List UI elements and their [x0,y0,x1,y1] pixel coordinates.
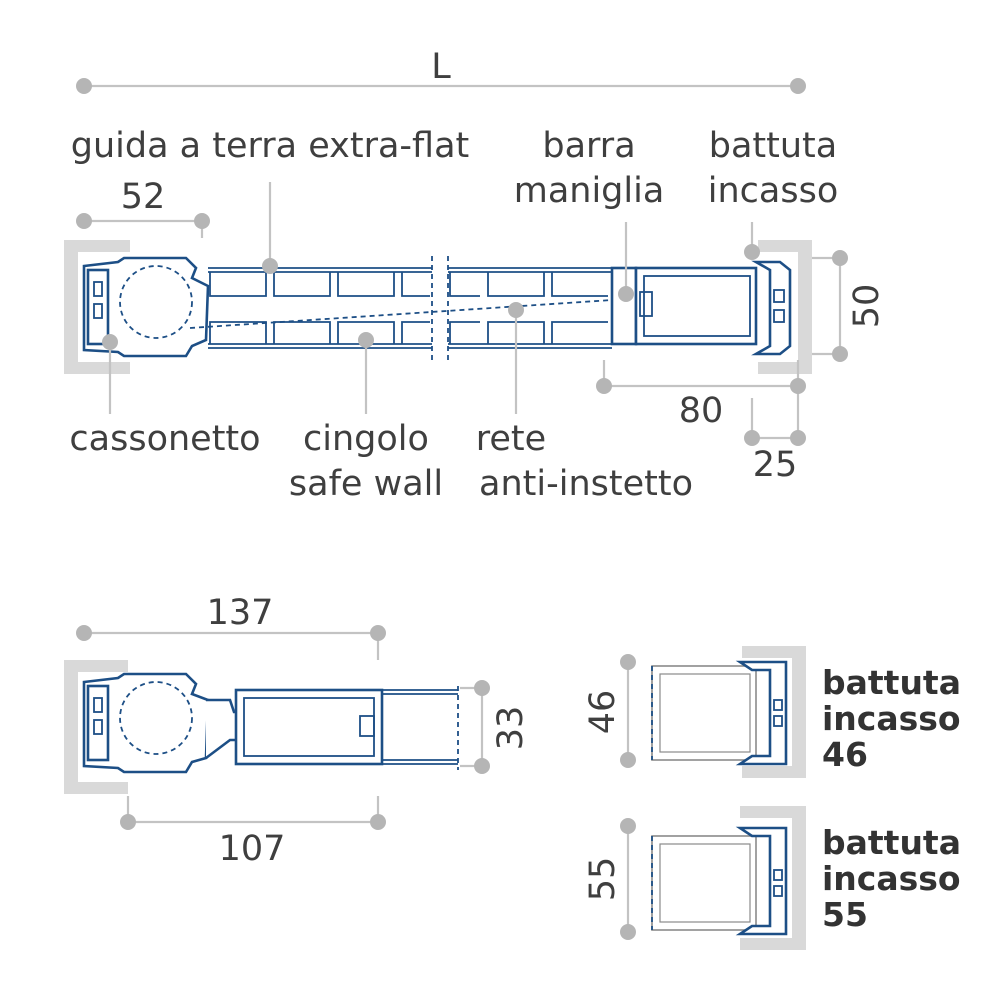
label-battuta-1: battuta [709,126,837,166]
label-cingolo-1: cingolo [303,419,429,459]
dim-50-label: 50 [847,284,887,329]
compact-section: 137 33 [64,593,531,869]
dim-52-label: 52 [121,177,166,217]
variant-55-title-1: battuta [822,823,961,862]
dim-80-label: 80 [679,391,724,431]
label-barra-2: maniglia [514,171,665,211]
variant-55-title-3: 55 [822,895,868,934]
dimension-137: 137 [76,593,386,660]
variant-46-title-2: incasso [822,699,961,738]
variant-55-dim: 55 [583,857,623,902]
variant-55-profile [651,826,788,936]
variant-46-title-3: 46 [822,735,868,774]
variant-55-title-2: incasso [822,859,961,898]
variant-46-title-1: battuta [822,663,961,702]
length-label: L [431,47,451,87]
dimension-52: 52 [76,177,210,238]
profile-assembly-compact [82,672,459,774]
label-rete-2: anti-instetto [479,464,693,504]
variant-46-profile [651,660,788,766]
profile-assembly-top [82,256,792,362]
variant-46: 46 battuta incasso 46 [583,646,961,778]
label-cassonetto: cassonetto [69,419,260,459]
length-dimension: L [76,47,806,94]
dimension-33: 33 [460,680,531,774]
variant-55: 55 battuta incasso 55 [583,806,961,950]
dimension-107: 107 [120,796,386,869]
label-barra-1: barra [542,126,635,166]
top-section: L guida a terra extra-flat barra manigli… [64,47,887,504]
dim-33-label: 33 [491,706,531,751]
label-battuta-2: incasso [708,171,838,211]
label-rete-1: rete [476,419,546,459]
dim-137-label: 137 [207,593,274,633]
variant-46-dim: 46 [583,690,623,735]
dim-107-label: 107 [219,829,286,869]
dimension-25: 25 [744,398,806,485]
label-cingolo-2: safe wall [289,464,443,504]
dimension-50: 50 [812,250,887,362]
dimension-80: 80 [596,360,806,438]
dim-25-label: 25 [753,445,798,485]
label-guida: guida a terra extra-flat [71,126,470,166]
